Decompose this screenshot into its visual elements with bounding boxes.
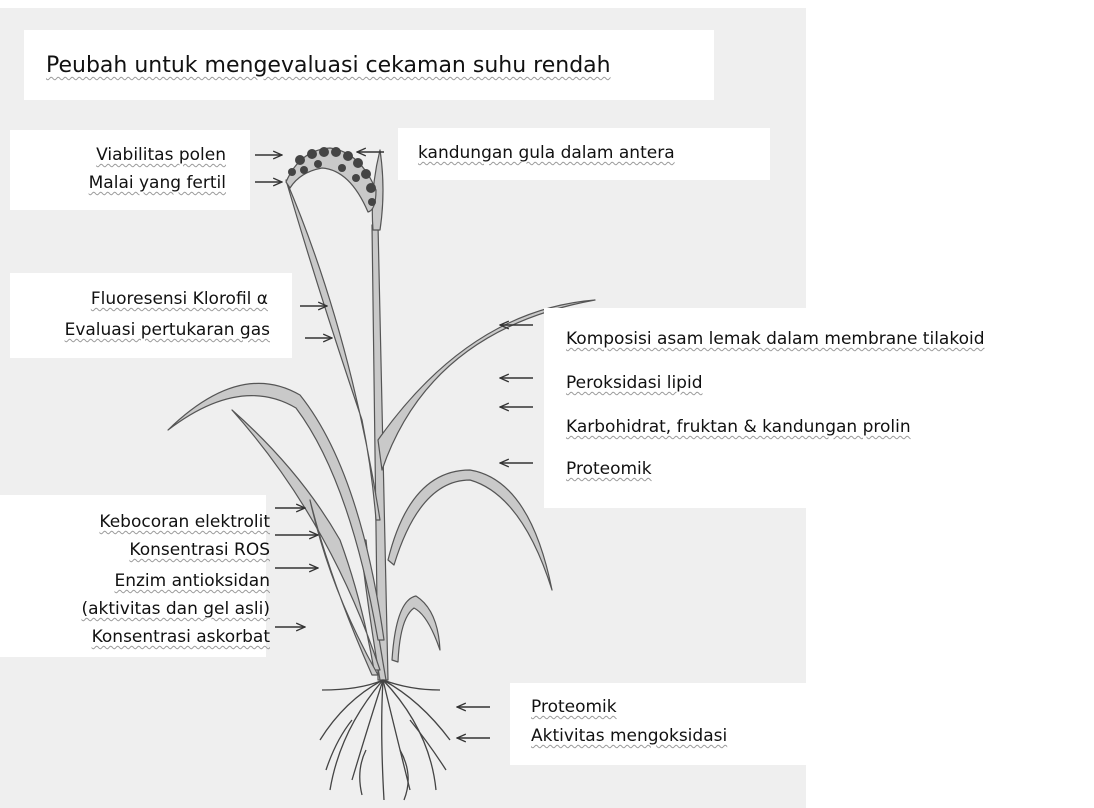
label-viabilitas-polen: Viabilitas polen — [96, 145, 226, 166]
small-right-leaf — [392, 596, 440, 662]
label-konsentrasi-ros: Konsentrasi ROS — [129, 540, 270, 561]
label-enzim-antioksidan: Enzim antioksidan — [114, 571, 270, 592]
right-drooping-leaf — [388, 470, 552, 590]
label-box-leaf-left — [10, 273, 292, 358]
label-pertukaran-gas: Evaluasi pertukaran gas — [65, 320, 270, 341]
label-proteomik-akar: Proteomik — [531, 697, 617, 718]
label-box-root — [510, 683, 806, 765]
label-peroksidasi-lipid: Peroksidasi lipid — [566, 373, 703, 394]
label-malai-fertil: Malai yang fertil — [89, 173, 226, 194]
label-fluoresensi: Fluoresensi Klorofil α — [91, 289, 268, 310]
roots — [320, 680, 450, 800]
label-kebocoran-elektrolit: Kebocoran elektrolit — [99, 512, 270, 533]
label-komposisi-asam-lemak: Komposisi asam lemak dalam membrane tila… — [566, 329, 985, 350]
diagram-title: Peubah untuk mengevaluasi cekaman suhu r… — [46, 52, 611, 80]
label-aktivitas-gel: (aktivitas dan gel asli) — [81, 599, 270, 620]
label-karbohidrat: Karbohidrat, fruktan & kandungan prolin — [566, 417, 911, 438]
label-kandungan-gula: kandungan gula dalam antera — [418, 143, 675, 164]
label-konsentrasi-askorbat: Konsentrasi askorbat — [92, 627, 270, 648]
label-aktivitas-mengoksidasi: Aktivitas mengoksidasi — [531, 726, 727, 747]
label-box-flower-left — [10, 130, 250, 210]
label-proteomik-daun: Proteomik — [566, 459, 652, 480]
